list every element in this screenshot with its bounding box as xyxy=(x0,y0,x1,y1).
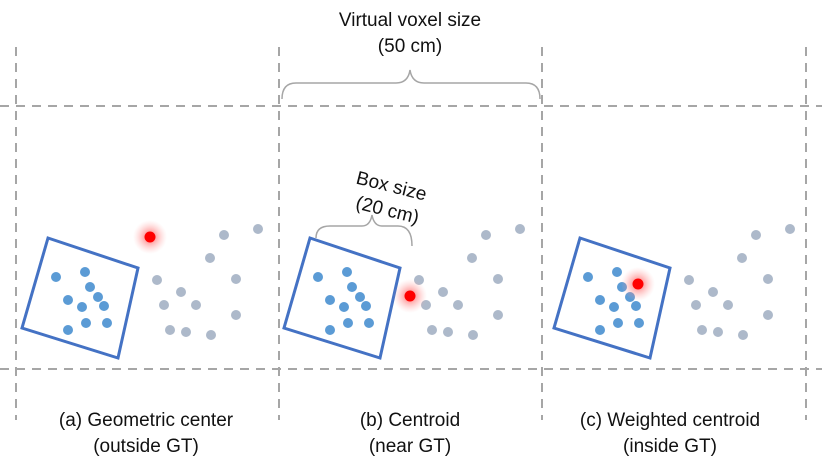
caption-a-title: (a) Geometric center xyxy=(59,410,234,431)
outside-point xyxy=(206,330,216,340)
outside-point xyxy=(438,287,448,297)
inside-point xyxy=(313,272,323,282)
inside-point xyxy=(595,325,605,335)
voxel-size-label: Virtual voxel size xyxy=(339,10,481,31)
inside-point xyxy=(631,301,641,311)
box-size-brace xyxy=(315,214,413,247)
outside-point xyxy=(737,253,747,263)
outside-point xyxy=(468,330,478,340)
panel-weighted-centroid xyxy=(552,224,795,360)
outside-point xyxy=(205,253,215,263)
outside-point xyxy=(165,325,175,335)
outside-point xyxy=(763,310,773,320)
outside-point xyxy=(723,300,733,310)
outside-point xyxy=(467,253,477,263)
outside-point xyxy=(443,327,453,337)
inside-point xyxy=(85,282,95,292)
caption-a-note: (outside GT) xyxy=(93,436,199,457)
outside-point xyxy=(751,230,761,240)
gt-box-c xyxy=(552,236,672,360)
outside-point xyxy=(684,275,694,285)
outside-point xyxy=(481,230,491,240)
caption-c-note: (inside GT) xyxy=(623,436,717,457)
inside-point xyxy=(612,267,622,277)
inside-point xyxy=(595,295,605,305)
inside-point xyxy=(364,318,374,328)
inside-point xyxy=(613,318,623,328)
outside-point xyxy=(176,287,186,297)
gt-box-b xyxy=(282,236,402,360)
inside-point xyxy=(63,295,73,305)
inside-point xyxy=(63,325,73,335)
inside-point xyxy=(51,272,61,282)
inside-point xyxy=(609,302,619,312)
panel-geometric-center xyxy=(20,220,263,360)
voxel-grid xyxy=(0,47,822,420)
outside-point xyxy=(691,300,701,310)
outside-point xyxy=(515,224,525,234)
outside-point xyxy=(191,300,201,310)
caption-b-title: (b) Centroid xyxy=(360,410,460,431)
center-point-c xyxy=(632,278,644,290)
inside-point xyxy=(325,295,335,305)
outside-point xyxy=(493,310,503,320)
inside-point xyxy=(325,325,335,335)
outside-point xyxy=(231,310,241,320)
center-point-a xyxy=(144,231,156,243)
inside-point xyxy=(343,318,353,328)
outside-point xyxy=(253,224,263,234)
outside-point xyxy=(785,224,795,234)
outside-point xyxy=(219,230,229,240)
outside-point xyxy=(231,274,241,284)
inside-point xyxy=(77,302,87,312)
outside-point xyxy=(427,325,437,335)
caption-b-note: (near GT) xyxy=(369,436,451,457)
outside-point xyxy=(697,325,707,335)
inside-point xyxy=(80,267,90,277)
caption-c-title: (c) Weighted centroid xyxy=(580,410,760,431)
inside-point xyxy=(99,301,109,311)
outside-point xyxy=(152,275,162,285)
inside-point xyxy=(339,302,349,312)
voxel-size-value: (50 cm) xyxy=(378,36,442,57)
outside-point xyxy=(181,327,191,337)
outside-point xyxy=(493,274,503,284)
inside-point xyxy=(81,318,91,328)
outside-point xyxy=(708,287,718,297)
inside-point xyxy=(361,301,371,311)
voxel-size-brace xyxy=(281,69,541,100)
inside-point xyxy=(342,267,352,277)
panel-centroid xyxy=(282,224,525,360)
inside-point xyxy=(634,318,644,328)
inside-point xyxy=(583,272,593,282)
inside-point xyxy=(93,292,103,302)
inside-point xyxy=(102,318,112,328)
inside-point xyxy=(355,292,365,302)
outside-point xyxy=(159,300,169,310)
outside-point xyxy=(453,300,463,310)
inside-point xyxy=(347,282,357,292)
gt-box-a xyxy=(20,236,140,360)
outside-point xyxy=(738,330,748,340)
outside-point xyxy=(713,327,723,337)
center-point-b xyxy=(404,290,416,302)
outside-point xyxy=(763,274,773,284)
